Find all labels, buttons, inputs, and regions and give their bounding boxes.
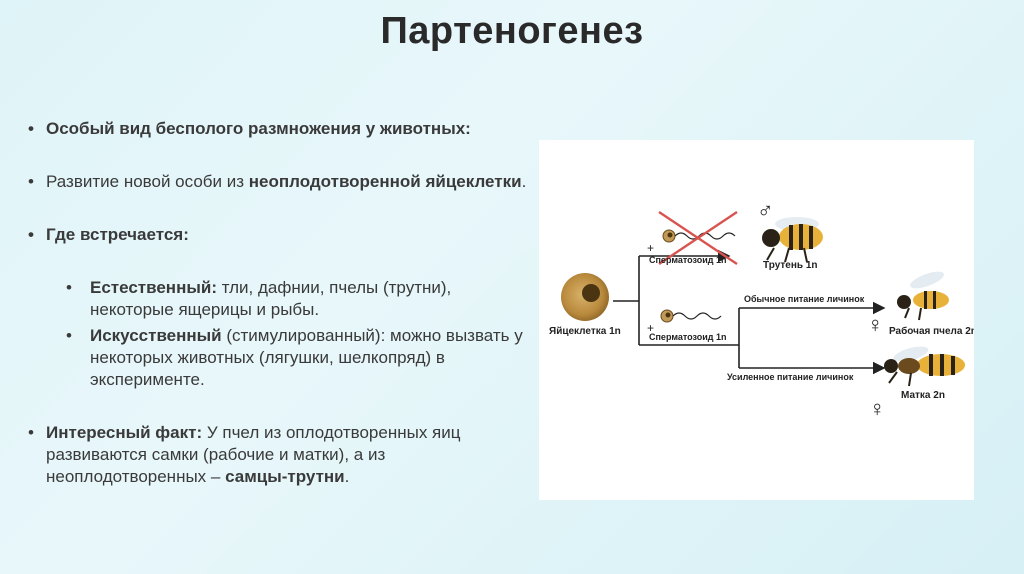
- bullet-definition-text: Особый вид бесполого размножения у живот…: [46, 119, 471, 138]
- queen-label: Матка 2n: [901, 390, 945, 401]
- bullet-definition: Особый вид бесполого размножения у живот…: [28, 118, 528, 140]
- plus-top: +: [647, 241, 654, 255]
- parthenogenesis-diagram: Яйцеклетка 1n + Сперматозоид 1n: [549, 198, 977, 421]
- sperm-bottom-icon: [660, 309, 722, 323]
- sperm-bottom-label: Сперматозоид 1n: [649, 332, 727, 342]
- male-symbol: ♂: [757, 198, 774, 223]
- enhanced-feeding-label: Усиленное питание личинок: [727, 372, 854, 382]
- bullet-fact-bold: Интересный факт:: [46, 423, 203, 442]
- bullet-development-end: .: [521, 172, 527, 191]
- drone-bee-icon: [762, 217, 823, 263]
- bullet-fact: Интересный факт: У пчел из оплодотворенн…: [28, 422, 528, 488]
- worker-label: Рабочая пчела 2n: [889, 325, 974, 337]
- sub-bullet-natural: Естественный: тли, дафнии, пчелы (трутни…: [28, 277, 528, 321]
- sub-bullet-artificial-text: (стимулированный): можно вызвать у некот…: [90, 326, 523, 389]
- bullet-fact-bold2: самцы-трутни: [225, 467, 345, 486]
- page-title: Партеногенез: [380, 10, 644, 52]
- plus-bottom: +: [647, 321, 654, 335]
- female-symbol-queen: ♀: [869, 396, 886, 421]
- sub-bullet-natural-bold: Естественный:: [90, 278, 217, 297]
- sub-bullet-artificial: Искусственный (стимулированный): можно в…: [28, 325, 528, 391]
- bullet-fact-end: .: [344, 467, 350, 486]
- drone-label: Трутень 1n: [763, 260, 817, 271]
- cross-out-icon: [658, 211, 738, 265]
- diagram-panel: Яйцеклетка 1n + Сперматозоид 1n: [539, 140, 977, 500]
- normal-feeding-label: Обычное питание личинок: [744, 294, 865, 304]
- sperm-top-label: Сперматозоид 1n: [649, 255, 727, 265]
- bullet-development-bold: неоплодотворенной яйцеклетки: [248, 172, 522, 191]
- bullet-fact-text: У пчел из оплодотворенных яиц развиваютс…: [46, 423, 461, 486]
- sub-bullet-natural-text: тли, дафнии, пчелы (трутни), некоторые я…: [90, 278, 452, 319]
- text-content: Особый вид бесполого размножения у живот…: [28, 118, 528, 488]
- egg-label: Яйцеклетка 1n: [549, 326, 621, 337]
- bullet-where-text: Где встречается:: [46, 225, 189, 244]
- bullet-development: Развитие новой особи из неоплодотворенно…: [28, 171, 528, 193]
- female-symbol-worker: ♀: [867, 312, 884, 337]
- bullet-development-text: Развитие новой особи из: [46, 172, 249, 191]
- sub-bullet-artificial-bold: Искусственный: [90, 326, 222, 345]
- worker-bee-icon: [897, 271, 949, 321]
- branch-arrows: [613, 249, 886, 375]
- bullet-where: Где встречается:: [28, 224, 528, 246]
- egg-cell-icon: [561, 273, 609, 321]
- queen-bee-icon: [884, 346, 965, 387]
